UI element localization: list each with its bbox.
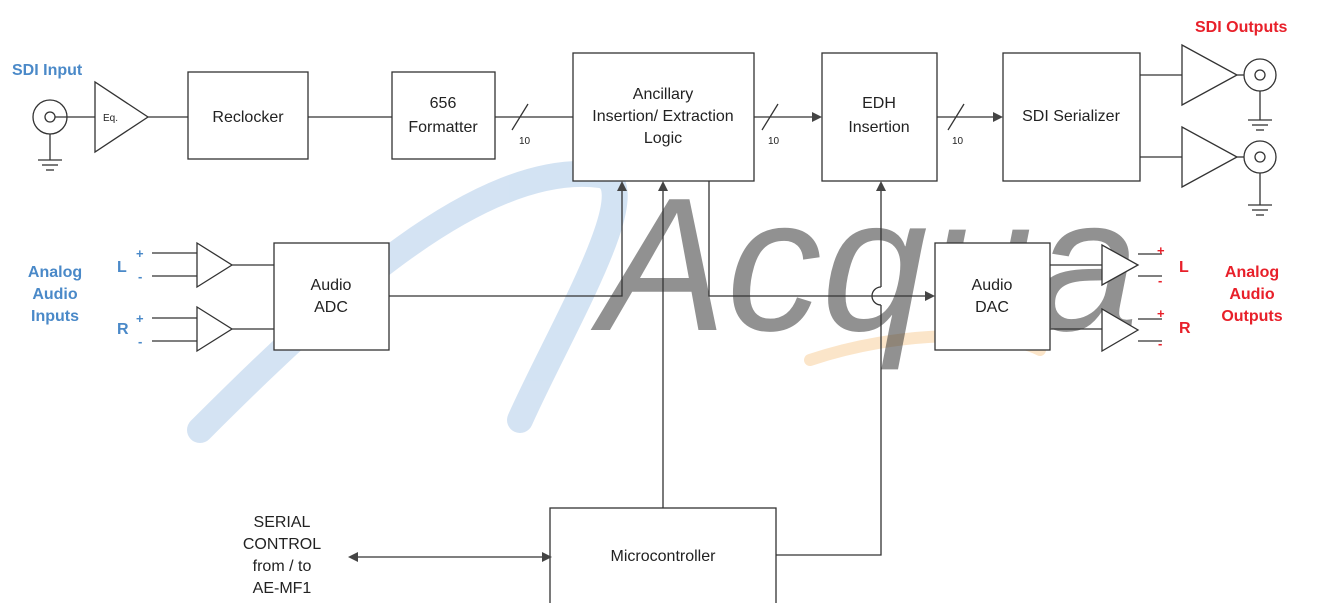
adc-label-1: Audio bbox=[311, 277, 352, 294]
serial-control-label-4: AE-MF1 bbox=[253, 580, 312, 597]
ancillary-label-3: Logic bbox=[644, 130, 682, 147]
input-amp-right bbox=[196, 305, 234, 353]
sdi-outputs-label: SDI Outputs bbox=[1195, 19, 1288, 36]
formatter-block bbox=[391, 71, 496, 160]
edh-label-1: EDH bbox=[862, 95, 896, 112]
analog-outputs-label-3: Outputs bbox=[1221, 308, 1282, 325]
serial-control-label-1: SERIAL bbox=[254, 514, 311, 531]
equalizer-amp: Eq. bbox=[94, 80, 150, 154]
formatter-label-2: Formatter bbox=[408, 119, 478, 136]
formatter-label-1: 656 bbox=[430, 95, 457, 112]
sdi-input-label: SDI Input bbox=[12, 62, 83, 79]
sdi-input-connector bbox=[32, 99, 95, 171]
dac-label-2: DAC bbox=[975, 299, 1009, 316]
output-driver-amp bbox=[1181, 125, 1239, 189]
serial-control-label-3: from / to bbox=[253, 558, 312, 575]
output-left-minus: - bbox=[1158, 273, 1162, 288]
audio-adc-block bbox=[273, 242, 390, 351]
analog-inputs-label-1: Analog bbox=[28, 264, 82, 281]
serializer-label: SDI Serializer bbox=[1022, 108, 1120, 125]
output-amp-right bbox=[1101, 307, 1140, 353]
input-left-plus: + bbox=[136, 246, 144, 261]
ancillary-label-1: Ancillary bbox=[633, 86, 693, 103]
reclocker-block bbox=[187, 71, 309, 160]
output-left-label: L bbox=[1179, 259, 1189, 276]
bus-width-label: 10 bbox=[952, 136, 964, 147]
input-left-label: L bbox=[117, 259, 127, 276]
bus-width-label: 10 bbox=[519, 136, 531, 147]
serializer-block bbox=[1002, 52, 1141, 182]
output-right-minus: - bbox=[1158, 336, 1162, 351]
output-driver-amp bbox=[1181, 43, 1239, 107]
serial-control-label-2: CONTROL bbox=[243, 536, 321, 553]
output-amp-left bbox=[1101, 243, 1140, 287]
audio-dac-block bbox=[934, 242, 1051, 351]
input-amp-left bbox=[196, 241, 234, 289]
output-left-plus: + bbox=[1157, 243, 1165, 258]
output-right-label: R bbox=[1179, 320, 1191, 337]
output-right-plus: + bbox=[1157, 306, 1165, 321]
ancillary-label-2: Insertion/ Extraction bbox=[592, 108, 733, 125]
analog-outputs-label-2: Audio bbox=[1229, 286, 1275, 303]
bus-width-label: 10 bbox=[768, 136, 780, 147]
input-left-minus: - bbox=[138, 269, 142, 284]
dac-label-1: Audio bbox=[972, 277, 1013, 294]
reclocker-label: Reclocker bbox=[212, 109, 284, 126]
edh-label-2: Insertion bbox=[848, 119, 909, 136]
input-right-minus: - bbox=[138, 334, 142, 349]
microcontroller-label: Microcontroller bbox=[611, 548, 717, 565]
analog-inputs-label-3: Inputs bbox=[31, 308, 79, 325]
analog-outputs-label-1: Analog bbox=[1225, 264, 1279, 281]
eq-label: Eq. bbox=[103, 113, 118, 124]
input-right-label: R bbox=[117, 321, 129, 338]
ancillary-block bbox=[572, 52, 755, 182]
analog-inputs-label-2: Audio bbox=[32, 286, 78, 303]
input-right-plus: + bbox=[136, 311, 144, 326]
adc-label-2: ADC bbox=[314, 299, 348, 316]
edh-block bbox=[821, 52, 938, 182]
